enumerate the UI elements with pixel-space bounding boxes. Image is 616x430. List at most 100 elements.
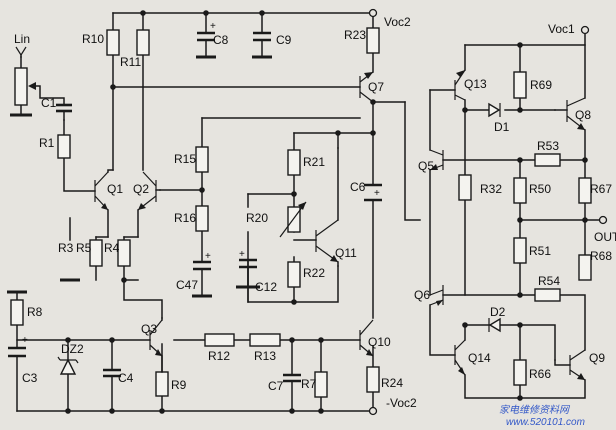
svg-text:D1: D1 (494, 120, 510, 134)
svg-text:C3: C3 (22, 371, 38, 385)
resistor-r20: R20 (246, 201, 307, 238)
capacitor-c4: C4 (103, 368, 134, 385)
voc1-label: Voc1 (548, 22, 575, 36)
svg-text:R22: R22 (303, 266, 325, 280)
resistor-r32: R32 (458, 174, 502, 201)
watermark-url: www.520101.com (506, 417, 585, 428)
svg-text:C9: C9 (276, 33, 292, 47)
svg-text:R20: R20 (246, 211, 268, 225)
resistor-r53: R53 (534, 139, 561, 167)
capacitors: C1 + C8 C9 + C47 + C12 (8, 21, 382, 393)
voc1-terminal: Voc1 (548, 22, 590, 36)
zener-dz2: DZ2 (57, 342, 84, 375)
svg-text:+: + (210, 21, 216, 32)
resistor-r23: R23 (344, 27, 380, 54)
svg-text:+: + (374, 188, 380, 199)
svg-text:+: + (239, 249, 245, 260)
svg-text:Q2: Q2 (133, 182, 149, 196)
transistor-q11: Q11 (315, 147, 357, 267)
svg-text:Q3: Q3 (141, 322, 157, 336)
svg-text:R7: R7 (301, 377, 317, 391)
svg-text:C8: C8 (213, 33, 229, 47)
resistor-r12: R12 (204, 333, 235, 363)
svg-text:R23: R23 (344, 28, 366, 42)
svg-text:R3: R3 (58, 241, 74, 255)
voc2-terminal: Voc2 (368, 8, 411, 29)
resistor-r50: R50 (513, 177, 551, 204)
transistors: Q1 Q2 Q7 Q11 (94, 69, 605, 381)
svg-text:R1: R1 (39, 136, 55, 150)
svg-text:R69: R69 (530, 78, 552, 92)
resistor-r51: R51 (513, 237, 551, 264)
svg-text:R54: R54 (538, 274, 560, 288)
svg-text:+: + (205, 251, 211, 262)
svg-text:Q6: Q6 (414, 288, 430, 302)
svg-text:Q13: Q13 (464, 77, 487, 91)
svg-text:R10: R10 (82, 32, 104, 46)
output-terminal: OUT (594, 215, 616, 244)
transistor-q6: Q6 (414, 285, 444, 306)
capacitor-c6: + C6 (350, 180, 382, 202)
svg-text:C12: C12 (255, 280, 277, 294)
transistor-q8: Q8 (554, 97, 591, 131)
svg-text:C1: C1 (41, 96, 57, 110)
svg-text:C4: C4 (118, 371, 134, 385)
transistor-q10: Q10 (359, 319, 391, 357)
resistor-r69: R69 (513, 71, 552, 99)
neg-voc2-terminal: -Voc2 (368, 396, 417, 416)
resistor-r3: R3 (58, 241, 74, 255)
resistor-r10: R10 (82, 29, 120, 56)
resistor-r22-body (287, 261, 301, 288)
transistor-q9: Q9 (554, 349, 605, 381)
svg-text:R51: R51 (529, 244, 551, 258)
svg-text:R9: R9 (171, 378, 187, 392)
svg-text:R66: R66 (529, 367, 551, 381)
watermark-cn: 家电维修资料网 (499, 404, 571, 416)
svg-text:Q11: Q11 (335, 246, 357, 260)
diodes: DZ2 D1 D2 (57, 102, 510, 375)
resistor-r7: R7 (301, 371, 328, 398)
resistor-r16: R16 (174, 205, 209, 232)
capacitor-c3: + C3 (8, 335, 38, 385)
input-terminal: Lin (14, 32, 30, 58)
svg-text:R32: R32 (480, 182, 502, 196)
resistor-r21: R21 (287, 149, 325, 176)
input-potentiometer (14, 67, 36, 106)
transistor-q13: Q13 (454, 69, 487, 101)
capacitor-c7: C7 (268, 373, 301, 393)
svg-text:R12: R12 (208, 349, 230, 363)
svg-text:R21: R21 (303, 155, 325, 169)
watermark: 家电维修资料网 www.520101.com (499, 404, 585, 428)
resistor-r1: R1 (39, 134, 71, 159)
svg-text:C7: C7 (268, 379, 284, 393)
resistor-r4: R4 (104, 239, 131, 267)
svg-text:R4: R4 (104, 241, 120, 255)
svg-text:R24: R24 (381, 376, 403, 390)
svg-text:Q9: Q9 (589, 351, 605, 365)
svg-text:R50: R50 (529, 182, 551, 196)
svg-text:D2: D2 (490, 305, 506, 319)
svg-text:Q7: Q7 (368, 80, 384, 94)
resistor-r22: R22 (287, 261, 325, 288)
diode-d1: D1 (488, 102, 510, 134)
svg-text:R53: R53 (537, 139, 559, 153)
svg-text:R5: R5 (76, 241, 92, 255)
transistor-q1: Q1 (94, 169, 123, 211)
capacitor-c1: C1 (41, 96, 72, 121)
transistor-q14: Q14 (454, 339, 491, 376)
svg-text:Q5: Q5 (418, 159, 434, 173)
output-label: OUT (594, 230, 616, 244)
transistor-q2: Q2 (133, 171, 161, 211)
svg-text:R11: R11 (120, 55, 141, 69)
resistor-r5: R5 (76, 239, 103, 267)
resistor-r66: R66 (513, 359, 551, 386)
resistor-r24: R24 (366, 366, 403, 393)
svg-text:R16: R16 (174, 211, 196, 225)
diode-d2: D2 (488, 305, 506, 333)
resistor-r54: R54 (534, 274, 561, 302)
transistor-q5: Q5 (418, 149, 444, 173)
resistor-r15: R15 (174, 146, 209, 173)
ground-symbols (7, 55, 272, 298)
resistor-r67: R67 (578, 177, 612, 204)
svg-text:Q14: Q14 (468, 351, 491, 365)
